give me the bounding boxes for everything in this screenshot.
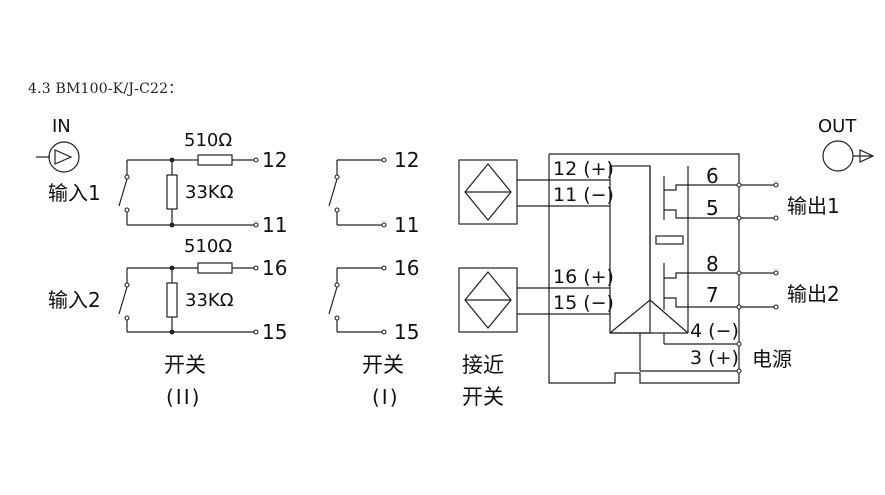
terminal-11-middle: 11	[394, 213, 419, 237]
terminal-15-middle: 15	[394, 320, 419, 344]
resistor-33k-label-2: 33KΩ	[185, 290, 234, 311]
output2-label: 输出2	[787, 282, 840, 306]
module-terminal-11: 11 (−)	[553, 184, 614, 206]
power-label: 电源	[752, 347, 792, 371]
input1-circuit	[118, 154, 259, 228]
in-label: IN	[52, 116, 71, 137]
out-symbol-icon	[822, 140, 875, 172]
module-terminal-3: 3 (+)	[690, 347, 739, 369]
proximity-caption-2: 开关	[462, 385, 504, 409]
resistor-510-label-1: 510Ω	[184, 130, 232, 151]
terminal-11-left: 11	[262, 213, 287, 237]
switch-ii-caption: 开关	[164, 353, 206, 377]
proximity-sensor-2-icon	[458, 267, 550, 333]
proximity-sensor-1-icon	[458, 159, 550, 225]
output1-label: 输出1	[787, 194, 840, 218]
module-terminal-15: 15 (−)	[553, 292, 614, 314]
resistor-33k-label-1: 33KΩ	[185, 182, 234, 203]
module-terminal-5: 5	[706, 196, 719, 220]
input2-label: 输入2	[48, 288, 101, 312]
switch-i-circuits	[328, 157, 387, 335]
switch-i-caption: 开关	[362, 353, 404, 377]
module-terminal-12: 12 (+)	[553, 158, 614, 180]
terminal-12-middle: 12	[394, 148, 419, 172]
switch-ii-type: (II)	[166, 385, 201, 409]
module-terminal-4: 4 (−)	[690, 320, 739, 342]
terminal-15-left: 15	[262, 320, 287, 344]
relay-contacts	[663, 176, 742, 310]
resistor-33k-1	[166, 174, 178, 210]
resistor-33k-2	[166, 282, 178, 318]
module-body	[548, 153, 742, 384]
module-terminal-8: 8	[706, 252, 719, 276]
terminal-16-middle: 16	[394, 256, 419, 280]
module-terminal-16: 16 (+)	[553, 266, 614, 288]
switch-i-type: (I)	[372, 385, 400, 409]
module-terminal-7: 7	[706, 283, 719, 307]
section-heading: 4.3 BM100-K/J-C22：	[28, 81, 183, 97]
terminal-12-left: 12	[262, 148, 287, 172]
proximity-caption-1: 接近	[462, 353, 504, 377]
input2-circuit	[118, 262, 259, 335]
resistor-510-2	[197, 262, 233, 274]
module-terminal-6: 6	[706, 164, 719, 188]
resistor-510-1	[197, 154, 233, 166]
terminal-16-left: 16	[262, 256, 287, 280]
in-symbol-icon	[36, 141, 80, 173]
output-wires	[741, 182, 779, 310]
input1-label: 输入1	[48, 181, 101, 205]
out-label: OUT	[818, 116, 857, 137]
resistor-510-label-2: 510Ω	[184, 236, 232, 257]
